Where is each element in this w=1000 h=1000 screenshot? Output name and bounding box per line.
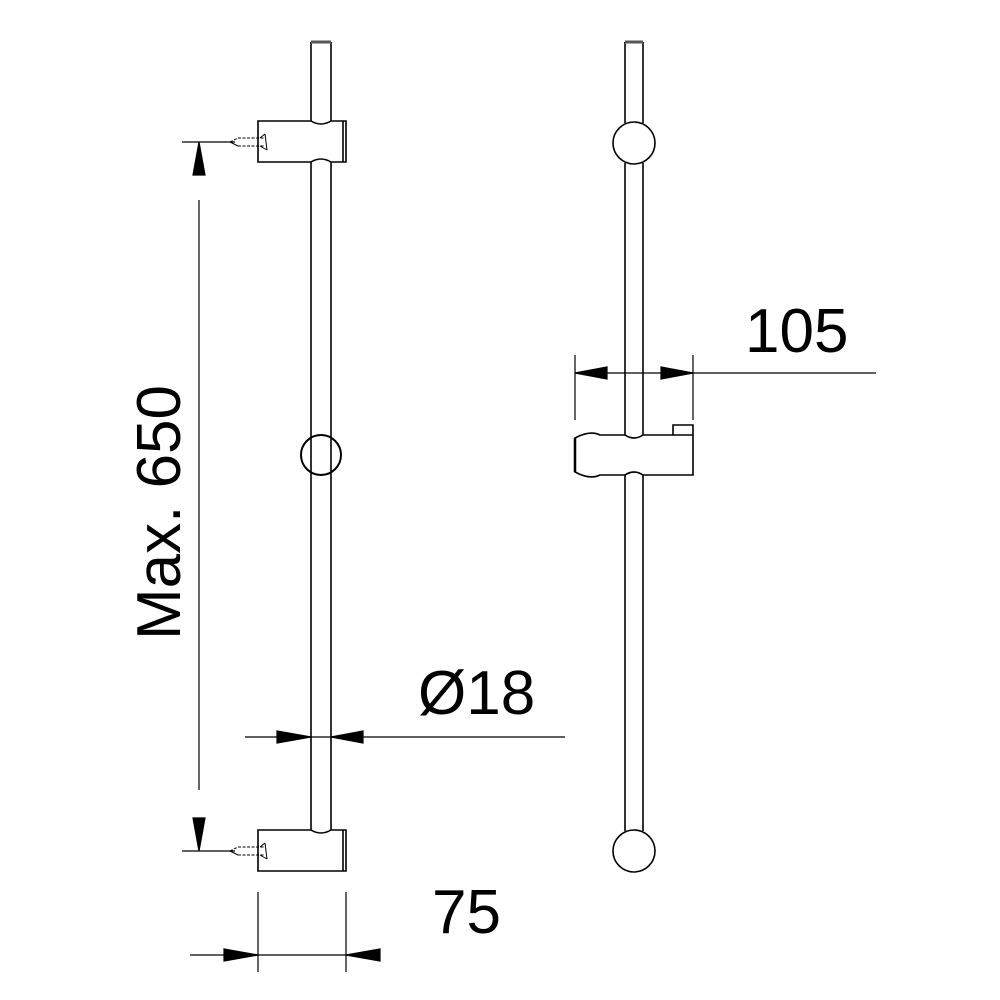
side-ring	[300, 434, 342, 476]
offset-label: 75	[432, 878, 501, 947]
bottom-screw-icon	[229, 842, 268, 860]
diameter-dimension	[245, 730, 565, 744]
side-view	[182, 40, 565, 972]
offset-dimension	[190, 892, 381, 972]
projection-dimension	[574, 355, 876, 420]
bottom-wall-bracket	[229, 829, 347, 872]
height-dimension	[182, 141, 235, 852]
front-rail	[624, 40, 644, 831]
top-end-cap	[612, 121, 656, 165]
top-wall-bracket	[229, 120, 347, 163]
height-label: Max. 650	[125, 385, 194, 640]
bottom-end-cap	[612, 829, 656, 873]
top-screw-icon	[229, 133, 268, 151]
sliding-holder	[573, 424, 694, 478]
projection-label: 105	[745, 297, 848, 366]
front-view	[573, 40, 876, 873]
diameter-label: Ø18	[418, 659, 535, 728]
side-rail	[310, 40, 332, 830]
